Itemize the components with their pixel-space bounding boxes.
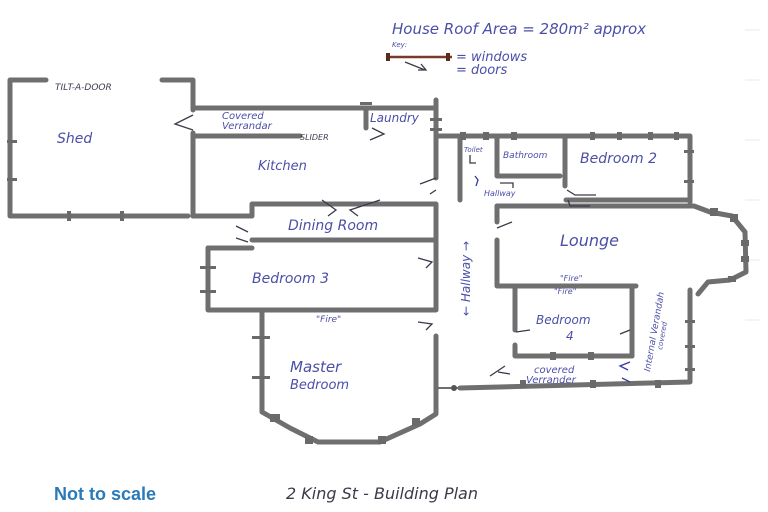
bathroom-bedroom2-area: Toilet Bathroom Bedroom 2 Hallway	[433, 132, 694, 205]
covered-verandah-top-line2: Verrandar	[222, 121, 273, 132]
hallway-vertical: ← Hallway →	[459, 241, 473, 316]
fire-lounge-label: "Fire"	[560, 274, 582, 283]
covered-verandah-top-line1: Covered	[222, 111, 264, 122]
covered-verandah-bottom-line1: covered	[534, 365, 575, 376]
window-key-icon	[386, 53, 452, 61]
bedroom2-label: Bedroom 2	[580, 151, 657, 167]
header-notes: House Roof Area = 280m² approx Key: = wi…	[386, 20, 646, 78]
bedroom4-label-line2: 4	[566, 329, 574, 343]
dining-bedroom3-area: Dining Room Bedroom 3 "Fire"	[200, 199, 439, 331]
kitchen-label: Kitchen	[258, 159, 307, 174]
scale-note: Not to scale	[54, 484, 157, 504]
master-bedroom-label-line2: Bedroom	[290, 378, 349, 393]
dining-room-label: Dining Room	[288, 218, 378, 234]
bedroom4-area: Bedroom 4 "Fire" Internal Verandah cover…	[457, 283, 695, 391]
tilt-door-label: TILT-A-DOOR	[55, 83, 112, 93]
bedroom3-label: Bedroom 3	[252, 271, 329, 287]
door-key-icon	[404, 61, 428, 71]
paper-margin-marks	[745, 29, 760, 321]
master-bedroom-label-line1: Master	[290, 358, 342, 376]
lounge-label: Lounge	[560, 231, 619, 250]
plan-title: 2 King St - Building Plan	[286, 484, 478, 503]
laundry-label: Laundry	[370, 111, 420, 125]
covered-verandah-bottom-line2: Verrander	[526, 375, 577, 386]
fire-bedroom4-label: "Fire"	[554, 287, 576, 296]
bathroom-label: Bathroom	[503, 151, 548, 161]
slider-label: SLIDER	[300, 133, 329, 142]
key-windows-label: = windows	[456, 50, 527, 65]
master-bedroom-room: Master Bedroom	[252, 307, 462, 445]
fire-bedroom3-label: "Fire"	[316, 315, 341, 325]
kitchen-area: Covered Verrandar Laundry SLIDER Kitchen	[190, 97, 442, 219]
roof-area-label: House Roof Area = 280m² approx	[392, 20, 646, 38]
hallway-small-label: Hallway	[484, 189, 516, 198]
lounge-room: Lounge "Fire"	[494, 199, 749, 297]
shed-room: TILT-A-DOOR Shed	[7, 77, 196, 221]
bedroom4-label-line1: Bedroom	[536, 313, 591, 327]
key-doors-label: = doors	[456, 63, 508, 78]
key-label: Key:	[392, 41, 407, 49]
shed-label: Shed	[57, 131, 92, 147]
toilet-label: Toilet	[464, 146, 483, 154]
hallway-vertical-label: ← Hallway →	[459, 241, 473, 316]
